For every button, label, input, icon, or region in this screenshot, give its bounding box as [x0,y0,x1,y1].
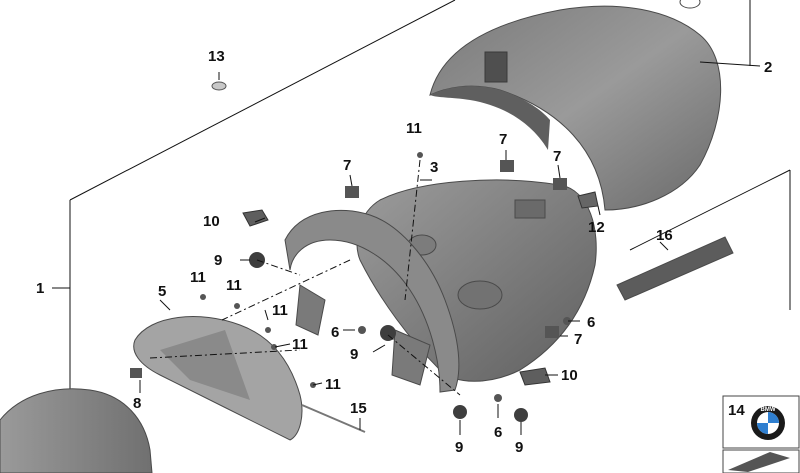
badge-part-icon [728,452,790,472]
badge-number: 14 [728,402,745,419]
callout-11a: 11 [406,120,422,137]
callout-12: 12 [588,219,605,236]
callout-11d: 11 [272,302,288,319]
seat-pad-part [0,388,153,473]
leader-lines [52,0,761,435]
callout-5: 5 [158,283,166,300]
bmw-logo-lettering: BMW [761,407,776,413]
seat-base-part [356,179,597,382]
callout-7c: 7 [553,148,561,165]
bmw-logo-icon: BMW [751,406,785,440]
bmw-badge-box: 14 BMW [722,395,800,473]
callout-3: 3 [430,159,438,176]
callout-7b: 7 [499,131,507,148]
callout-7d: 7 [574,331,582,348]
callout-15: 15 [350,400,367,417]
seat-frame-part [284,209,460,393]
callout-9b: 9 [350,346,358,363]
callout-2: 2 [764,59,772,76]
seat-cover-part [429,0,722,211]
rear-panel-part [133,316,303,441]
callout-7a: 7 [343,157,351,174]
callout-labels: 1 2 3 5 6 6 6 7 7 7 7 8 9 9 9 9 10 10 11… [36,48,772,456]
callout-6b: 6 [587,314,595,331]
callout-13: 13 [208,48,225,65]
callout-9c: 9 [455,439,463,456]
callout-9a: 9 [214,252,222,269]
callout-16: 16 [656,227,673,244]
callout-6c: 6 [494,424,502,441]
callout-1: 1 [36,280,44,297]
callout-10b: 10 [561,367,578,384]
callout-6a: 6 [331,324,339,341]
callout-11c: 11 [226,277,242,294]
callout-9d: 9 [515,439,523,456]
callout-10a: 10 [203,213,220,230]
trim-strip-part [616,236,734,301]
callout-11f: 11 [325,376,341,393]
callout-11e: 11 [292,336,308,353]
callout-8: 8 [133,395,141,412]
callout-11b: 11 [190,269,206,286]
